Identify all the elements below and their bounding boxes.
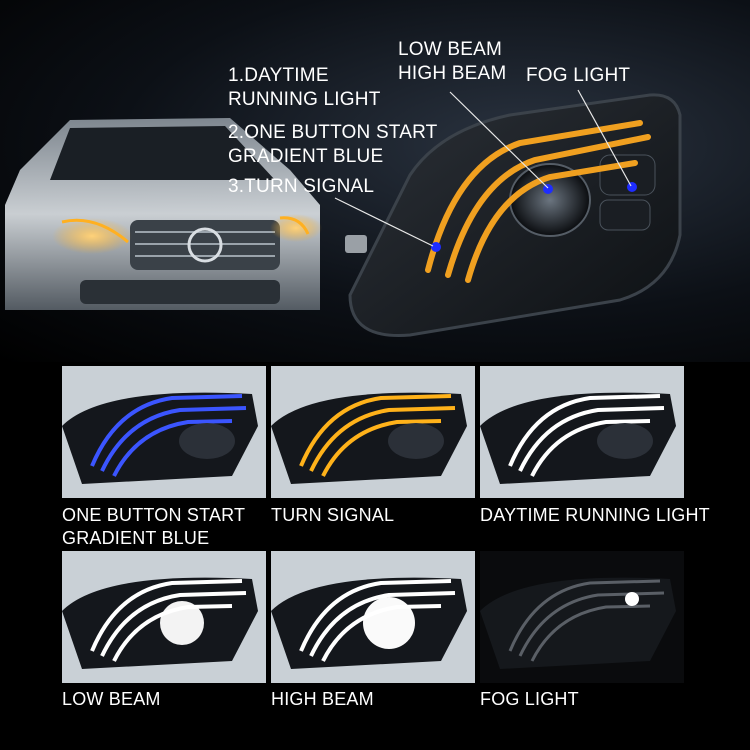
caption-high-beam-line: HIGH BEAM (271, 689, 374, 709)
panel-turn-signal (271, 366, 475, 498)
panel-daytime-running-light (480, 366, 684, 498)
caption-daytime-running-light-line: DAYTIME RUNNING LIGHT (480, 505, 710, 525)
callout-turn-line: 3.TURN SIGNAL (228, 176, 375, 197)
callout-daytime-line2: RUNNING LIGHT (228, 89, 381, 110)
low-beam-photo (62, 551, 266, 683)
callout-low-beam: LOW BEAM (398, 39, 503, 60)
caption-low-beam-line: LOW BEAM (62, 689, 161, 709)
panel-low-beam (62, 551, 266, 683)
callout-fog-line: FOG LIGHT (526, 65, 631, 86)
caption-gradient-blue-line2: GRADIENT BLUE (62, 528, 210, 548)
caption-fog-light: FOG LIGHT (480, 688, 579, 711)
caption-fog-light-line: FOG LIGHT (480, 689, 579, 709)
callout-fog: FOG LIGHT (526, 64, 630, 88)
caption-turn-signal-line: TURN SIGNAL (271, 505, 395, 525)
callout-beams: LOW BEAM HIGH BEAM (398, 38, 506, 86)
turn-signal-photo (271, 366, 475, 498)
callout-one-button: 2.ONE BUTTON START GRADIENT BLUE (228, 121, 437, 169)
callout-daytime: 1.DAYTIME RUNNING LIGHT (228, 64, 381, 112)
callout-turn: 3.TURN SIGNAL (228, 175, 374, 199)
panel-gradient-blue (62, 366, 266, 498)
panel-fog-light (480, 551, 684, 683)
callout-daytime-line1: 1.DAYTIME (228, 65, 329, 86)
fog-light-photo (480, 551, 684, 683)
car-front-image (5, 118, 322, 310)
caption-turn-signal: TURN SIGNAL (271, 504, 394, 527)
caption-daytime-running-light: DAYTIME RUNNING LIGHT (480, 504, 710, 527)
high-beam-photo (271, 551, 475, 683)
panel-high-beam (271, 551, 475, 683)
callout-high-beam: HIGH BEAM (398, 63, 507, 84)
callout-one-button-line2: GRADIENT BLUE (228, 146, 384, 167)
daytime-running-light-photo (480, 366, 684, 498)
gradient-blue-photo (62, 366, 266, 498)
caption-gradient-blue: ONE BUTTON START GRADIENT BLUE (62, 504, 245, 550)
hero-section: 1.DAYTIME RUNNING LIGHT 2.ONE BUTTON STA… (0, 0, 750, 362)
caption-low-beam: LOW BEAM (62, 688, 161, 711)
callout-one-button-line1: 2.ONE BUTTON START (228, 122, 438, 143)
caption-gradient-blue-line1: ONE BUTTON START (62, 505, 246, 525)
caption-high-beam: HIGH BEAM (271, 688, 374, 711)
